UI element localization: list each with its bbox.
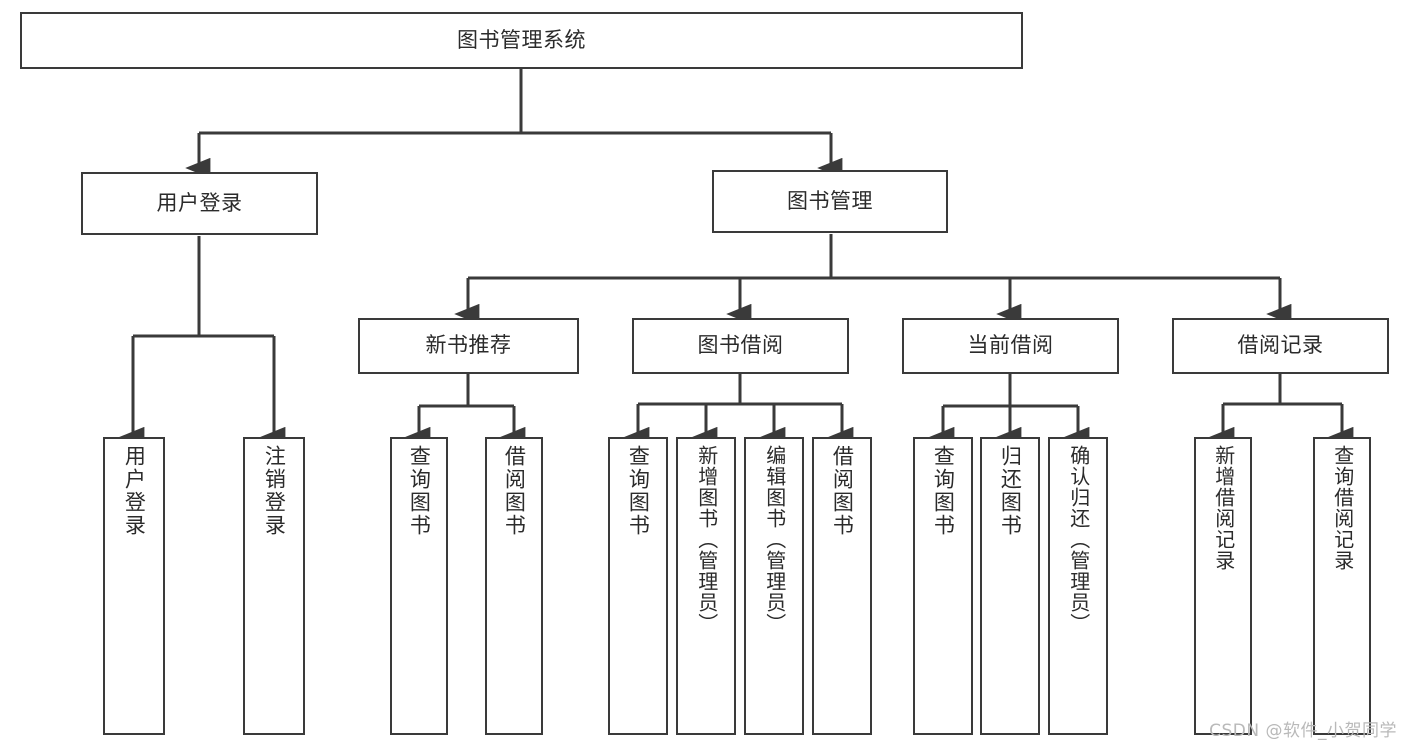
leaf-records-query-record[interactable]: 查询借阅记录	[1313, 437, 1371, 735]
leaf-label: 查询图书	[626, 445, 651, 537]
leaf-recommend-borrow-book[interactable]: 借阅图书	[485, 437, 543, 735]
leaf-borrow-edit-book-admin[interactable]: 编辑图书（管理员）	[744, 437, 804, 735]
node-book-management[interactable]: 图书管理	[712, 170, 948, 233]
node-user-login[interactable]: 用户登录	[81, 172, 318, 235]
node-current-borrow[interactable]: 当前借阅	[902, 318, 1119, 374]
leaf-borrow-query-book[interactable]: 查询图书	[608, 437, 668, 735]
leaf-records-add-record[interactable]: 新增借阅记录	[1194, 437, 1252, 735]
leaf-label: 借阅图书	[830, 445, 855, 537]
leaf-label: 借阅图书	[502, 445, 527, 537]
leaf-label: 查询图书	[407, 445, 432, 537]
leaf-label: 新增图书（管理员）	[694, 445, 719, 634]
leaf-recommend-query-book[interactable]: 查询图书	[390, 437, 448, 735]
leaf-label: 归还图书	[998, 445, 1023, 537]
leaf-borrow-add-book-admin[interactable]: 新增图书（管理员）	[676, 437, 736, 735]
leaf-current-confirm-return-admin[interactable]: 确认归还（管理员）	[1048, 437, 1108, 735]
leaf-label: 查询借阅记录	[1330, 445, 1355, 571]
leaf-user-login-signin[interactable]: 用户登录	[103, 437, 165, 735]
node-root-system[interactable]: 图书管理系统	[20, 12, 1023, 69]
node-book-borrow-label: 图书借阅	[697, 333, 784, 358]
leaf-label: 新增借阅记录	[1211, 445, 1236, 571]
leaf-borrow-borrow-book[interactable]: 借阅图书	[812, 437, 872, 735]
csdn-watermark: CSDN @软件_小贺同学	[1209, 721, 1397, 741]
node-root-label: 图书管理系统	[457, 27, 586, 52]
leaf-current-query-book[interactable]: 查询图书	[913, 437, 973, 735]
leaf-label: 注销登录	[262, 445, 287, 537]
node-borrow-records-label: 借阅记录	[1237, 333, 1324, 358]
leaf-user-login-signout[interactable]: 注销登录	[243, 437, 305, 735]
leaf-label: 编辑图书（管理员）	[762, 445, 787, 634]
node-new-book-recommend[interactable]: 新书推荐	[358, 318, 579, 374]
node-borrow-records[interactable]: 借阅记录	[1172, 318, 1389, 374]
leaf-label: 查询图书	[931, 445, 956, 537]
leaf-label: 用户登录	[122, 445, 147, 537]
leaf-label: 确认归还（管理员）	[1066, 445, 1091, 634]
leaf-current-return-book[interactable]: 归还图书	[980, 437, 1040, 735]
node-current-borrow-label: 当前借阅	[967, 333, 1054, 358]
node-user-login-label: 用户登录	[156, 190, 243, 215]
node-new-book-recommend-label: 新书推荐	[425, 333, 512, 358]
node-book-management-label: 图书管理	[787, 188, 873, 213]
node-book-borrow[interactable]: 图书借阅	[632, 318, 849, 374]
